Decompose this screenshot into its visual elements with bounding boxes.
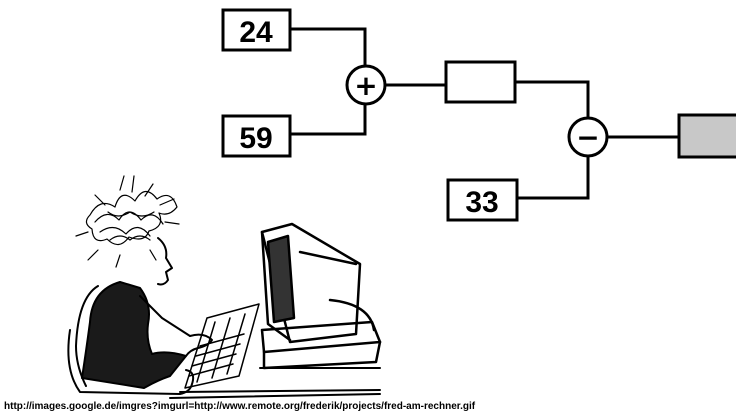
person-at-computer-illustration <box>67 175 382 399</box>
torso <box>81 281 187 389</box>
keyboard <box>184 303 260 389</box>
final-result-box <box>677 113 736 159</box>
input-box-59: 59 <box>221 114 292 158</box>
hand <box>185 333 213 357</box>
plus-symbol: + <box>354 69 377 102</box>
minus-operator-icon: − <box>567 116 609 158</box>
input-box-33: 33 <box>446 178 519 222</box>
source-url-caption[interactable]: http://images.google.de/imgres?imgurl=ht… <box>4 401 476 412</box>
input-value-24: 24 <box>239 16 273 49</box>
input-box-24: 24 <box>221 8 292 52</box>
intermediate-result-box <box>444 60 517 104</box>
plus-operator-icon: + <box>345 64 387 106</box>
minus-symbol: − <box>576 121 599 154</box>
connector-lines <box>290 27 679 200</box>
input-value-59: 59 <box>239 122 272 155</box>
input-value-33: 33 <box>465 186 498 219</box>
monitor <box>260 222 362 344</box>
computer-base <box>260 298 382 370</box>
hair-scribble <box>75 175 180 268</box>
face-profile <box>157 237 173 286</box>
